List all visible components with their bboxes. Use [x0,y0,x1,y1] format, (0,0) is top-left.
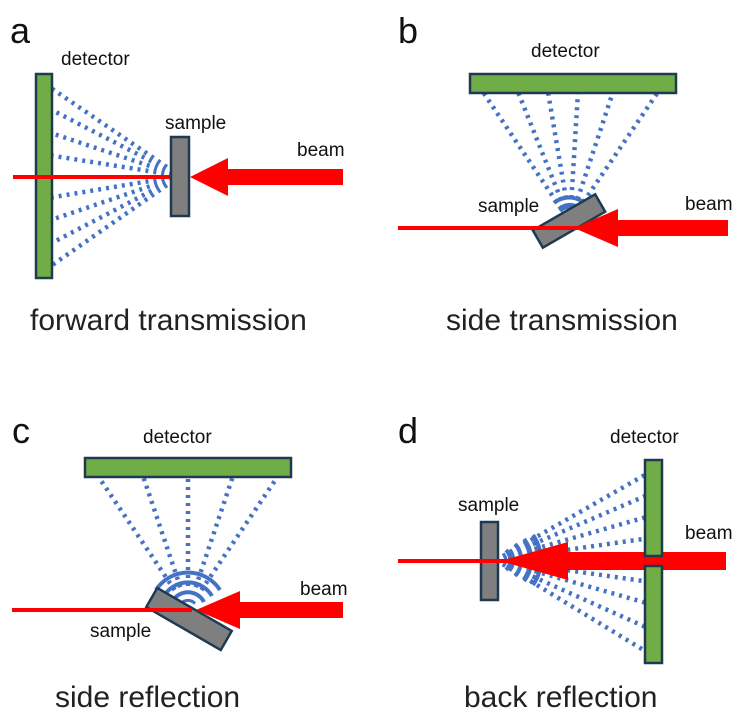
forward-transmission-diagram [13,72,343,280]
beam-label: beam [297,140,345,161]
detector-upper [643,458,664,558]
panel-letter: c [12,410,30,451]
caption: side reflection [55,681,241,714]
incident-beam-arrow [574,209,728,247]
panel-side-reflection: c detector sample beam side reflection [0,364,377,728]
panel-forward-transmission: a detector sample beam forward transmiss… [0,0,377,364]
scatter-rays [96,474,280,612]
detector-label: detector [61,49,130,70]
detector-label: detector [531,41,600,62]
panel-back-reflection: d detector sample beam back reflection [378,364,755,728]
panel-letter: a [10,10,31,51]
sample-label: sample [90,621,152,642]
detector [83,456,293,479]
detector-lower [643,564,664,665]
incident-beam-arrow [500,542,726,580]
sample-label: sample [165,113,227,134]
beam-label: beam [685,523,733,544]
incident-beam-arrow [196,591,343,629]
detector-label: detector [610,427,679,448]
caption: forward transmission [30,304,307,337]
back-reflection-diagram [398,458,726,665]
caption: side transmission [446,304,678,337]
panel-letter: b [398,10,419,51]
panel-side-transmission: b detector sample beam side transmission [378,0,755,364]
sample [144,586,234,652]
sample-label: sample [458,495,520,516]
sample [169,135,191,218]
incident-beam-arrow [190,158,343,196]
detector-label: detector [143,427,212,448]
beam-label: beam [300,579,348,600]
beam-label: beam [685,194,733,215]
side-transmission-diagram [398,72,728,250]
side-reflection-diagram [12,456,343,652]
sample-label: sample [478,196,540,217]
caption: back reflection [464,681,658,714]
scatter-rays [46,84,182,270]
panel-letter: d [398,410,419,451]
detector [468,72,678,95]
